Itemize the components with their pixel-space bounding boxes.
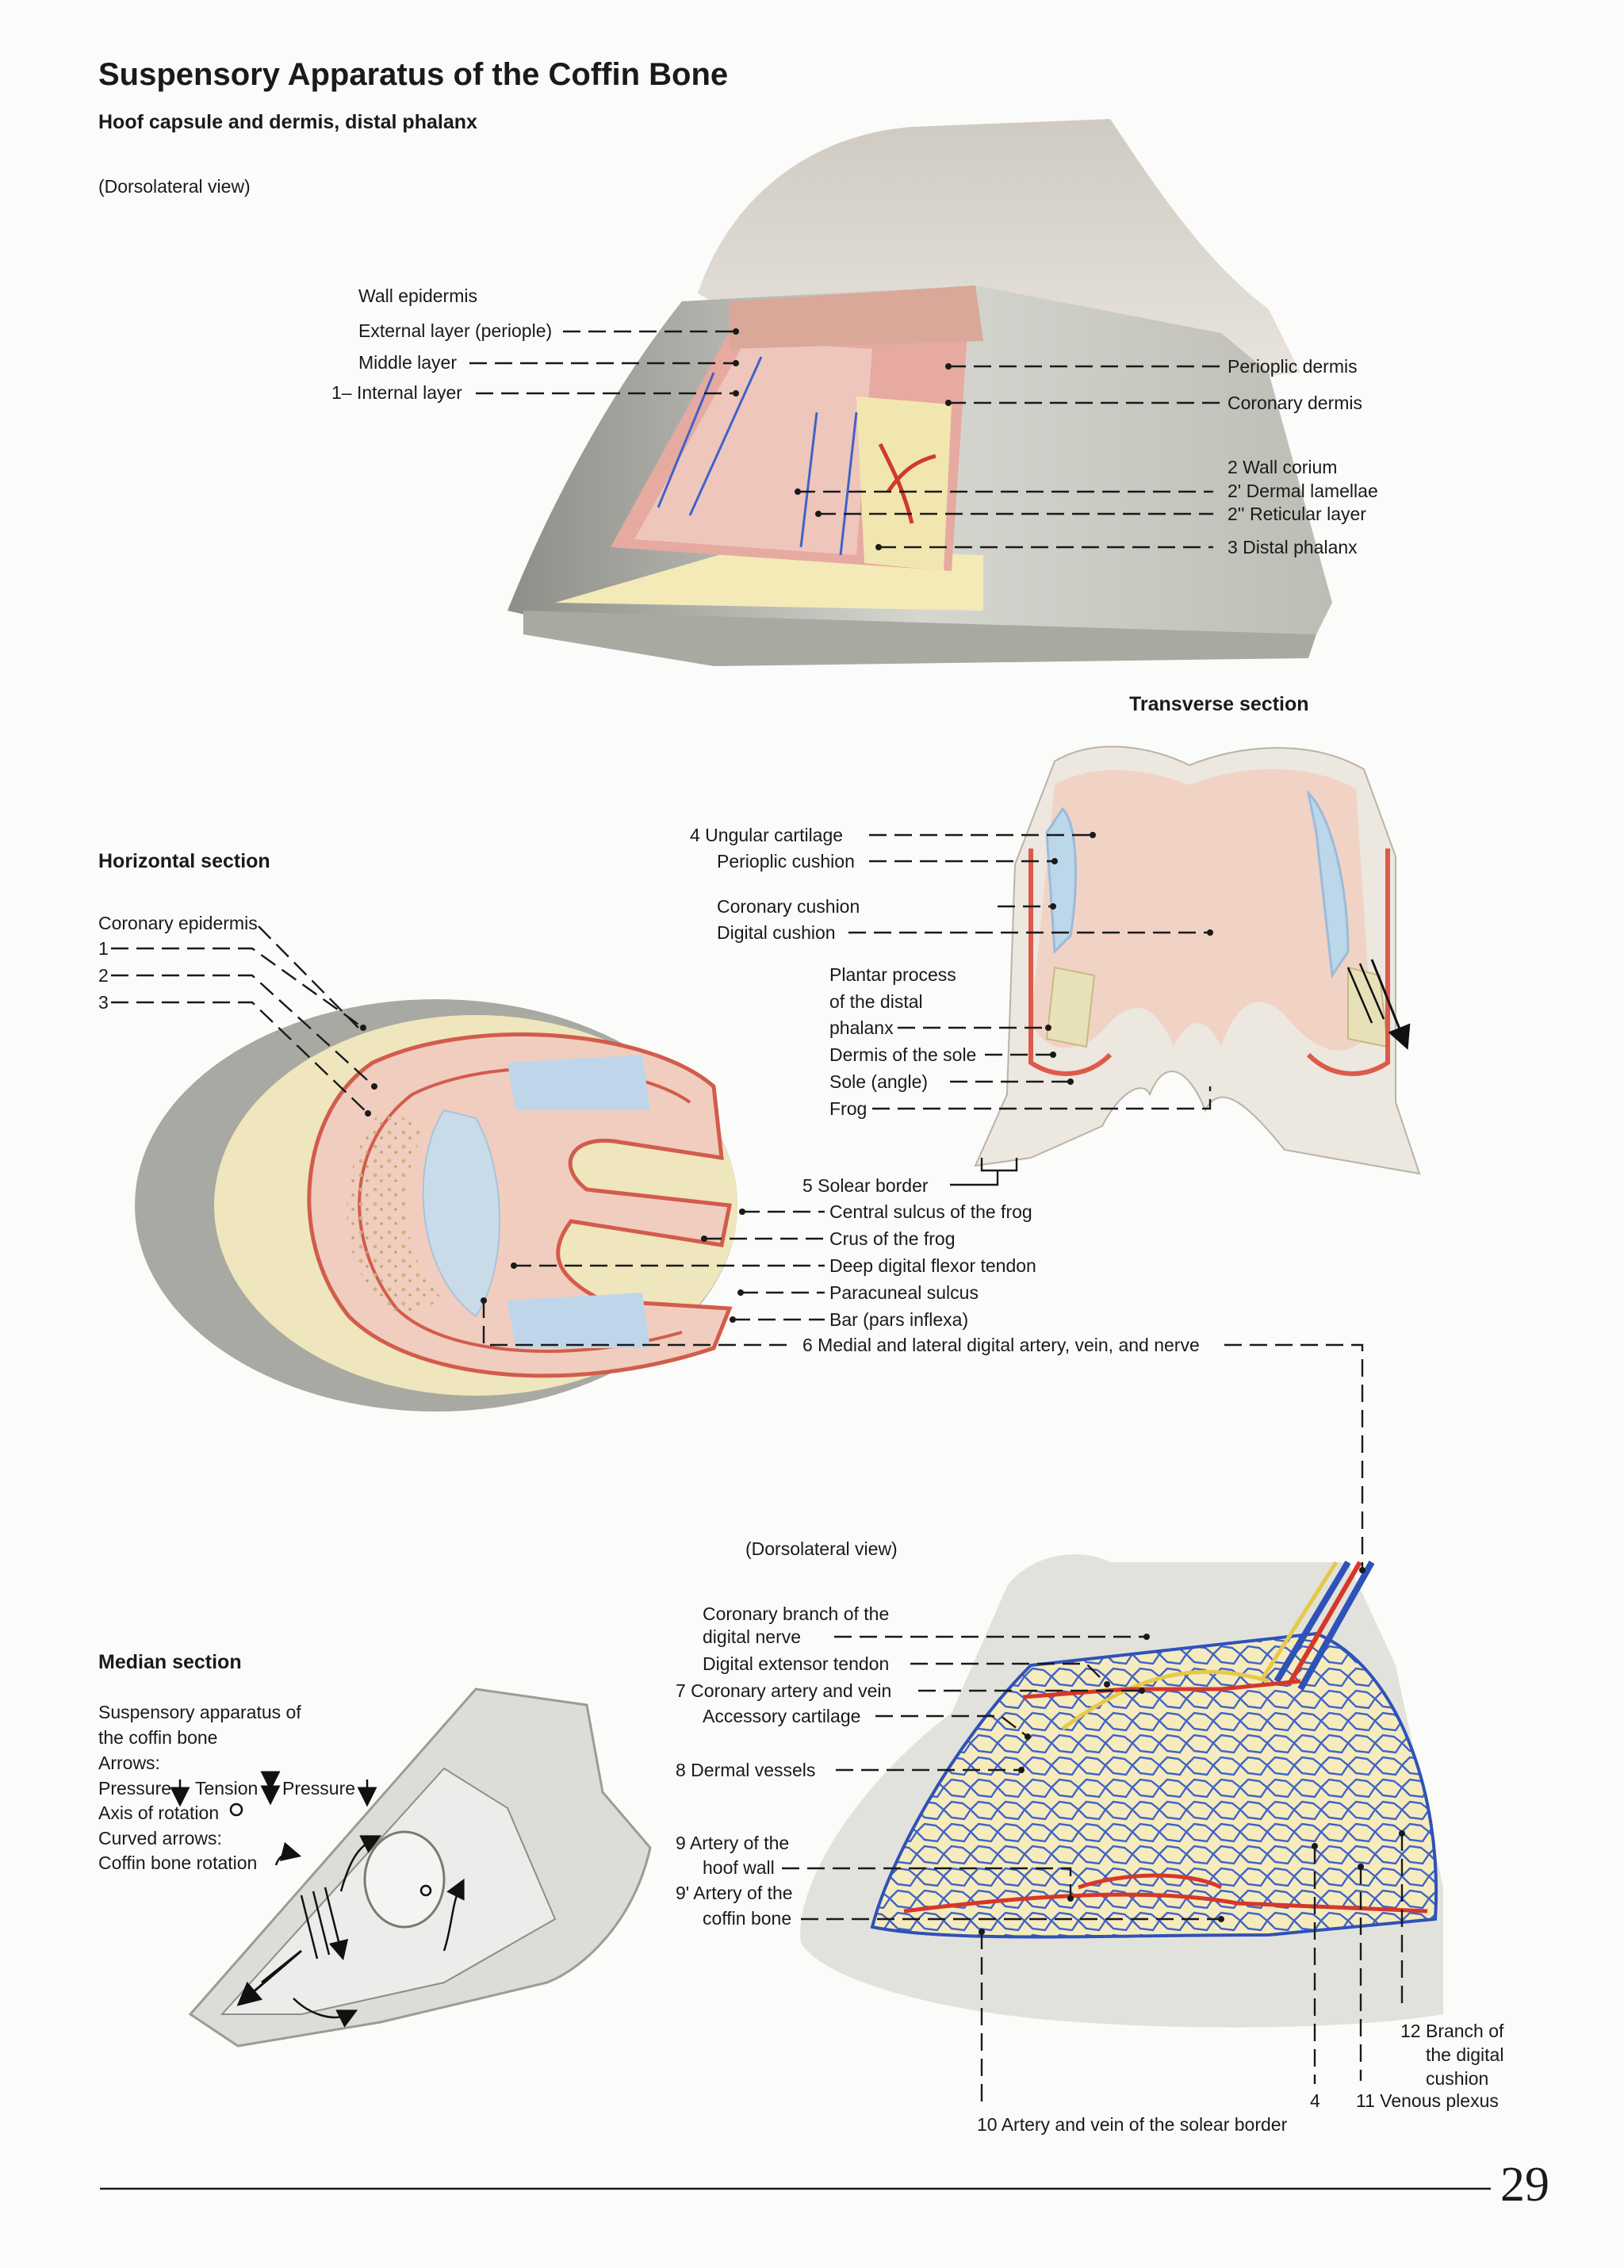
label-coronary-branch-2: digital nerve bbox=[703, 1626, 802, 1647]
label-artery-coffin-1: 9' Artery of the bbox=[676, 1883, 793, 1903]
label-wall-corium: 2 Wall corium bbox=[1228, 457, 1338, 477]
legend-axis: Axis of rotation bbox=[98, 1803, 220, 1823]
legend-pressure-1: Pressure bbox=[98, 1778, 172, 1799]
label-solear-border: 5 Solear border bbox=[802, 1175, 929, 1196]
label-branch-2: the digital bbox=[1426, 2044, 1504, 2065]
label-middle-layer: Middle layer bbox=[358, 352, 457, 373]
label-accessory-cartilage: Accessory cartilage bbox=[703, 1706, 861, 1726]
transverse-heading: Transverse section bbox=[1129, 693, 1309, 715]
label-digital-avn: 6 Medial and lateral digital artery, vei… bbox=[802, 1335, 1200, 1355]
label-num-4: 4 bbox=[1310, 2090, 1320, 2111]
label-internal-layer: 1– Internal layer bbox=[331, 382, 462, 403]
label-plantar-process-3: phalanx bbox=[829, 1017, 894, 1038]
label-sole-angle: Sole (angle) bbox=[829, 1071, 929, 1092]
dermal-vessels-drawing bbox=[800, 1554, 1443, 2028]
label-perioplic-cushion: Perioplic cushion bbox=[717, 851, 855, 872]
leader-lines bbox=[100, 328, 1491, 2190]
label-external-layer: External layer (periople) bbox=[358, 320, 553, 341]
median-heading: Median section bbox=[98, 1651, 242, 1673]
label-coronary-cushion: Coronary cushion bbox=[717, 896, 860, 917]
fig5-view-label: (Dorsolateral view) bbox=[745, 1538, 898, 1559]
label-perioplic-dermis: Perioplic dermis bbox=[1228, 356, 1358, 377]
label-artery-hoof-2: hoof wall bbox=[703, 1857, 775, 1878]
median-section-drawing bbox=[188, 1688, 652, 2048]
legend-line-1: Suspensory apparatus of bbox=[98, 1702, 301, 1722]
label-wall-epidermis: Wall epidermis bbox=[358, 285, 477, 306]
legend-tension: Tension bbox=[195, 1778, 259, 1799]
fig1-view-label: (Dorsolateral view) bbox=[98, 176, 251, 197]
label-num-3: 3 bbox=[98, 992, 109, 1013]
label-venous-plexus: 11 Venous plexus bbox=[1356, 2090, 1499, 2111]
hoof-capsule-drawing bbox=[508, 119, 1332, 666]
label-artery-coffin-2: coffin bone bbox=[703, 1908, 792, 1929]
label-digital-cushion: Digital cushion bbox=[717, 922, 836, 943]
label-plantar-process-2: of the distal bbox=[829, 991, 923, 1012]
label-dermal-vessels: 8 Dermal vessels bbox=[676, 1760, 816, 1780]
label-crus: Crus of the frog bbox=[829, 1228, 956, 1249]
legend-rotation: Coffin bone rotation bbox=[98, 1852, 258, 1873]
label-distal-phalanx: 3 Distal phalanx bbox=[1228, 537, 1358, 557]
legend-curved: Curved arrows: bbox=[98, 1828, 222, 1848]
label-branch-3: cushion bbox=[1426, 2068, 1489, 2089]
label-plantar-process-1: Plantar process bbox=[829, 964, 956, 985]
label-central-sulcus: Central sulcus of the frog bbox=[829, 1201, 1032, 1222]
page-number: 29 bbox=[1500, 2158, 1549, 2212]
label-ungular-cartilage: 4 Ungular cartilage bbox=[690, 825, 844, 845]
label-ddft: Deep digital flexor tendon bbox=[829, 1255, 1036, 1276]
label-frog: Frog bbox=[829, 1098, 868, 1119]
label-coronary-epidermis: Coronary epidermis bbox=[98, 913, 258, 933]
legend-pressure-2: Pressure bbox=[282, 1778, 356, 1799]
label-bar: Bar (pars inflexa) bbox=[829, 1309, 969, 1330]
label-paracuneal: Paracuneal sulcus bbox=[829, 1282, 979, 1303]
label-coronary-dermis: Coronary dermis bbox=[1228, 393, 1362, 413]
label-num-2: 2 bbox=[98, 965, 109, 986]
label-digital-extensor: Digital extensor tendon bbox=[703, 1653, 890, 1674]
label-reticular-layer: 2'' Reticular layer bbox=[1228, 504, 1366, 524]
page-subtitle: Hoof capsule and dermis, distal phalanx bbox=[98, 111, 477, 133]
legend-line-2: the coffin bone bbox=[98, 1727, 218, 1748]
legend-arrows: Arrows: bbox=[98, 1753, 160, 1773]
horizontal-heading: Horizontal section bbox=[98, 850, 270, 872]
label-artery-hoof-1: 9 Artery of the bbox=[676, 1833, 790, 1853]
label-coronary-artery: 7 Coronary artery and vein bbox=[676, 1680, 892, 1701]
label-num-1: 1 bbox=[98, 938, 109, 959]
page-title: Suspensory Apparatus of the Coffin Bone bbox=[98, 57, 729, 92]
transverse-section-drawing bbox=[974, 745, 1421, 1175]
label-solear-av: 10 Artery and vein of the solear border bbox=[977, 2114, 1288, 2135]
label-coronary-branch-1: Coronary branch of the bbox=[703, 1603, 890, 1624]
label-dermal-lamellae: 2' Dermal lamellae bbox=[1228, 481, 1378, 501]
label-branch-1: 12 Branch of bbox=[1400, 2021, 1504, 2041]
label-dermis-sole: Dermis of the sole bbox=[829, 1044, 977, 1065]
horizontal-section-drawing bbox=[135, 999, 737, 1412]
